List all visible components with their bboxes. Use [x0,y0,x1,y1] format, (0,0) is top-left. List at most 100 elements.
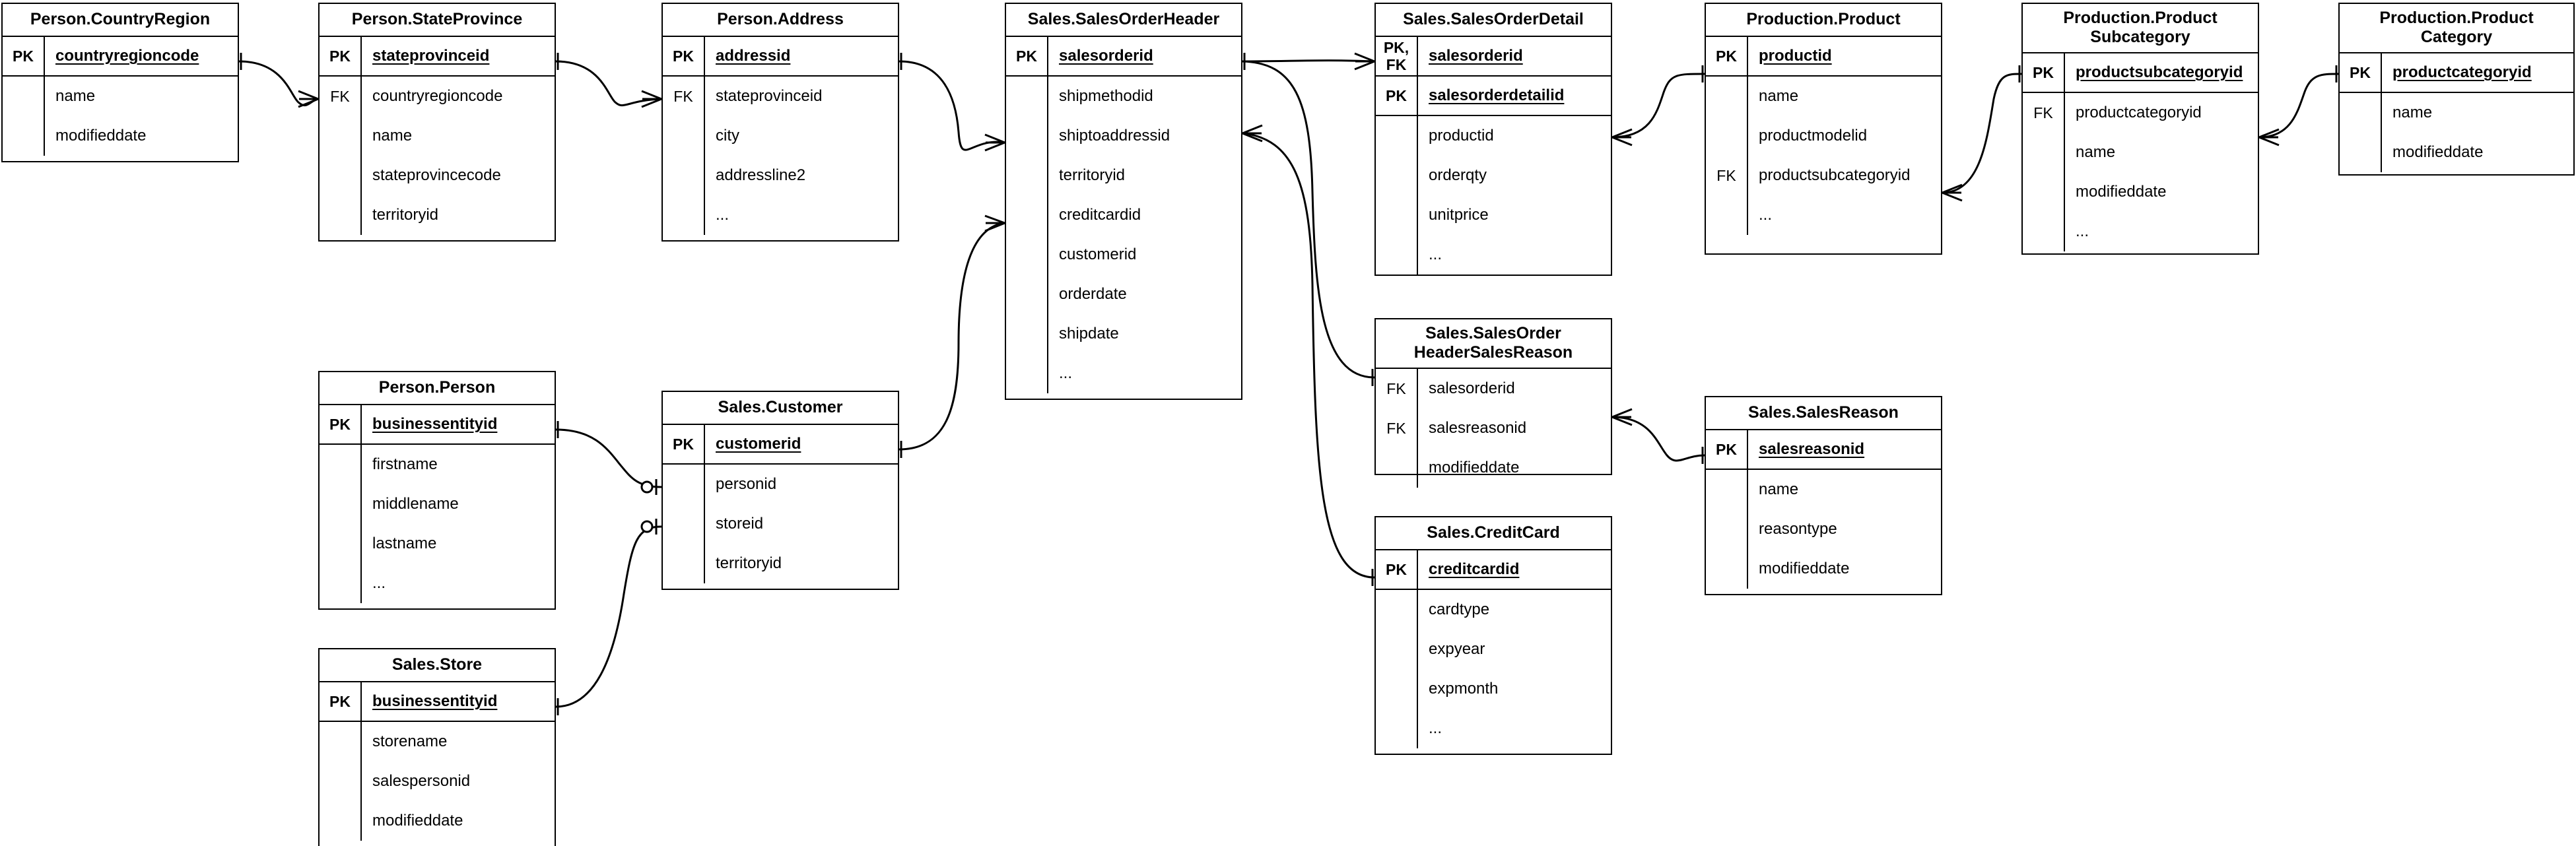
entity-field-row: name [1706,77,1941,116]
field-name: name [1747,77,1941,116]
entity-field-row: modifieddate [320,801,555,841]
entity-field-row: ... [1006,354,1241,393]
field-name: salesorderid [1417,369,1611,408]
entity-field-row: personid [663,465,898,504]
key-badge [1706,509,1747,549]
entity-title: Person.Address [663,4,898,37]
key-badge [3,116,44,156]
key-badge [1376,709,1417,748]
field-name: territoryid [704,544,898,583]
rel-productsubcategory-productcategory-line [2258,73,2339,139]
field-name: territoryid [1047,156,1241,195]
key-badge [320,116,360,156]
field-name: stateprovincecode [360,156,555,195]
rel-productsubcategory-productcategory-crow [2258,128,2280,146]
key-badge [2023,172,2064,212]
rel-soh-sohsr-line [1242,60,1375,379]
field-name: modifieddate [44,116,238,156]
field-name: ... [1047,354,1241,393]
key-badge [663,195,704,235]
field-name: name [2381,93,2573,133]
key-badge [1006,354,1047,393]
entity-title: Person.StateProvince [320,4,555,37]
entity-title: Production.Product [1706,4,1941,37]
entity-field-row: storeid [663,504,898,544]
entity-field-row: salespersonid [320,762,555,801]
field-name: businessentityid [360,405,555,443]
entity-field-row: modifieddate [3,116,238,156]
entity-field-row: productmodelid [1706,116,1941,156]
field-name: salesorderid [1417,37,1611,75]
entity-field-row: middlename [320,484,555,524]
entity-field-row: territoryid [1006,156,1241,195]
key-badge [320,156,360,195]
entity-title: Sales.SalesOrderHeader [1006,4,1241,37]
field-name: orderdate [1047,275,1241,314]
field-name: middlename [360,484,555,524]
entity-title: Sales.Store [320,649,555,682]
entity-field-row: name [320,116,555,156]
entity-field-row: city [663,116,898,156]
entity-title: Sales.CreditCard [1376,517,1611,550]
key-badge [1006,235,1047,275]
key-badge: PK [1386,561,1407,578]
rel-soh-creditcard-line [1242,132,1375,579]
key-badge [1006,314,1047,354]
field-name: countryregioncode [44,37,238,75]
key-badge: FK [1716,167,1736,184]
entity-field-row: storename [320,722,555,762]
rel-address-salesorderheader-line [898,60,1005,151]
field-name: modifieddate [1417,448,1611,488]
entity-field-row: ... [1706,195,1941,235]
key-badge [1376,116,1417,156]
rel-sohsr-salesreason-line [1611,416,1705,462]
entity-field-row: ... [320,564,555,603]
key-badge [3,77,44,116]
key-badge [1706,77,1747,116]
entity-title: Sales.Customer [663,392,898,425]
field-name: customerid [1047,235,1241,275]
field-name: shiptoaddressid [1047,116,1241,156]
field-name: ... [704,195,898,235]
key-badge [2340,93,2381,133]
entity-field-row: name [2023,133,2258,172]
key-badge: PK [1016,48,1037,65]
key-badge [1706,116,1747,156]
entity-field-row: unitprice [1376,195,1611,235]
key-badge [320,195,360,235]
